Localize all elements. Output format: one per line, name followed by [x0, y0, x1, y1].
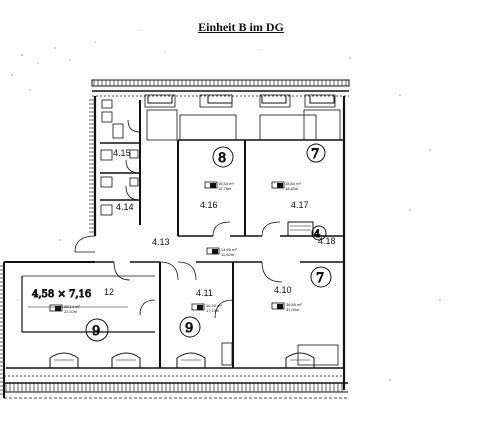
note-4-10: 7 [316, 271, 324, 286]
area2-4-13: 11,62m [221, 252, 235, 257]
circle-4-10 [310, 266, 332, 288]
page-title: Einheit B im DG [198, 20, 284, 34]
area2-4-12: 23,57m [64, 309, 78, 314]
area2-4-11: 17,13m [206, 308, 220, 313]
room-label-4-15: 4.15 [113, 148, 131, 158]
note-4-16: 8 [218, 151, 226, 166]
area2-4-10: 31,00m [286, 307, 300, 312]
stair-note: 4 [314, 229, 320, 240]
room-label-4-18: 4.18 [318, 236, 336, 246]
roof-hatch-ticks [0, 80, 347, 395]
area-labels: 16,54 m² 15,78m 18,84 m² 18,82m 14,60 m²… [64, 181, 302, 314]
area-4-17: 18,84 m² [285, 181, 301, 186]
room-labels: 4.15 4.14 4.16 4.17 4.18 4.13 12 4.11 4.… [104, 148, 336, 298]
circle-4-16 [212, 146, 234, 168]
note-4-12: 9 [92, 324, 100, 339]
area-4-11: 16,30 m² [206, 303, 222, 308]
room-label-4-14: 4.14 [116, 202, 134, 212]
circle-4-11 [179, 316, 201, 338]
room-label-4-12: 12 [104, 287, 114, 297]
room-label-4-13: 4.13 [152, 237, 170, 247]
dormer-windows [49, 96, 335, 368]
level-marks [55, 183, 283, 311]
area2-4-16: 15,78m [218, 186, 232, 191]
room-label-4-10: 4.10 [274, 285, 292, 295]
room-label-4-17: 4.17 [291, 200, 309, 210]
note-4-17: 7 [311, 147, 319, 162]
outer-walls [3, 79, 350, 399]
area2-4-17: 18,82m [285, 186, 299, 191]
circle-4-12 [85, 318, 109, 342]
circle-4-17 [306, 143, 326, 163]
scan-specks [11, 29, 441, 381]
room-label-4-16: 4.16 [200, 200, 218, 210]
area-4-16: 16,54 m² [218, 181, 234, 186]
area-4-10: 36,85 m² [286, 302, 302, 307]
note-4-11: 9 [185, 321, 193, 336]
door-swings [74, 119, 283, 319]
circle-4-18 [311, 225, 327, 241]
room-label-4-11: 4.11 [196, 288, 213, 298]
dimension-note: 4,58 × 7,16 [32, 289, 91, 300]
area-4-12: 28,14 m² [64, 304, 80, 309]
handwritten-notes: 8 7 7 9 9 4 4,58 × 7,16 [32, 143, 332, 342]
area-4-13: 14,60 m² [221, 247, 237, 252]
